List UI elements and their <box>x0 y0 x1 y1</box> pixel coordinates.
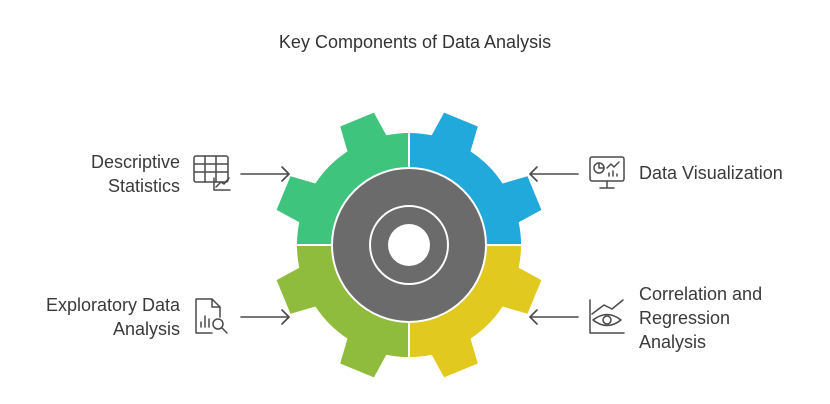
label-line: Correlation and <box>639 284 763 304</box>
label-line: Analysis <box>112 319 180 339</box>
label-exploratory-data-analysis: Exploratory Data Analysis <box>20 293 180 341</box>
label-line: Data Visualization <box>639 163 783 183</box>
monitor-chart-icon <box>589 156 625 189</box>
label-descriptive-statistics: Descriptive Statistics <box>40 150 180 198</box>
label-data-visualization: Data Visualization <box>639 161 819 185</box>
arrow-exploratory <box>240 309 290 325</box>
label-line: Exploratory Data <box>45 295 180 315</box>
label-line: Analysis <box>639 332 707 352</box>
label-line: Statistics <box>107 176 180 196</box>
label-line: Regression <box>639 308 731 328</box>
label-line: Descriptive <box>90 152 180 172</box>
arrow-descriptive <box>240 166 290 182</box>
gear-core-ring <box>369 205 449 285</box>
table-chart-icon <box>193 155 231 191</box>
eye-trend-icon <box>589 299 625 334</box>
document-search-icon <box>195 298 228 334</box>
label-correlation-regression-analysis: Correlation and Regression Analysis <box>639 282 819 354</box>
diagram-title: Key Components of Data Analysis <box>278 32 552 52</box>
gear-center-hole <box>388 224 430 266</box>
arrow-visualization <box>529 166 579 182</box>
arrow-correlation <box>529 309 579 325</box>
